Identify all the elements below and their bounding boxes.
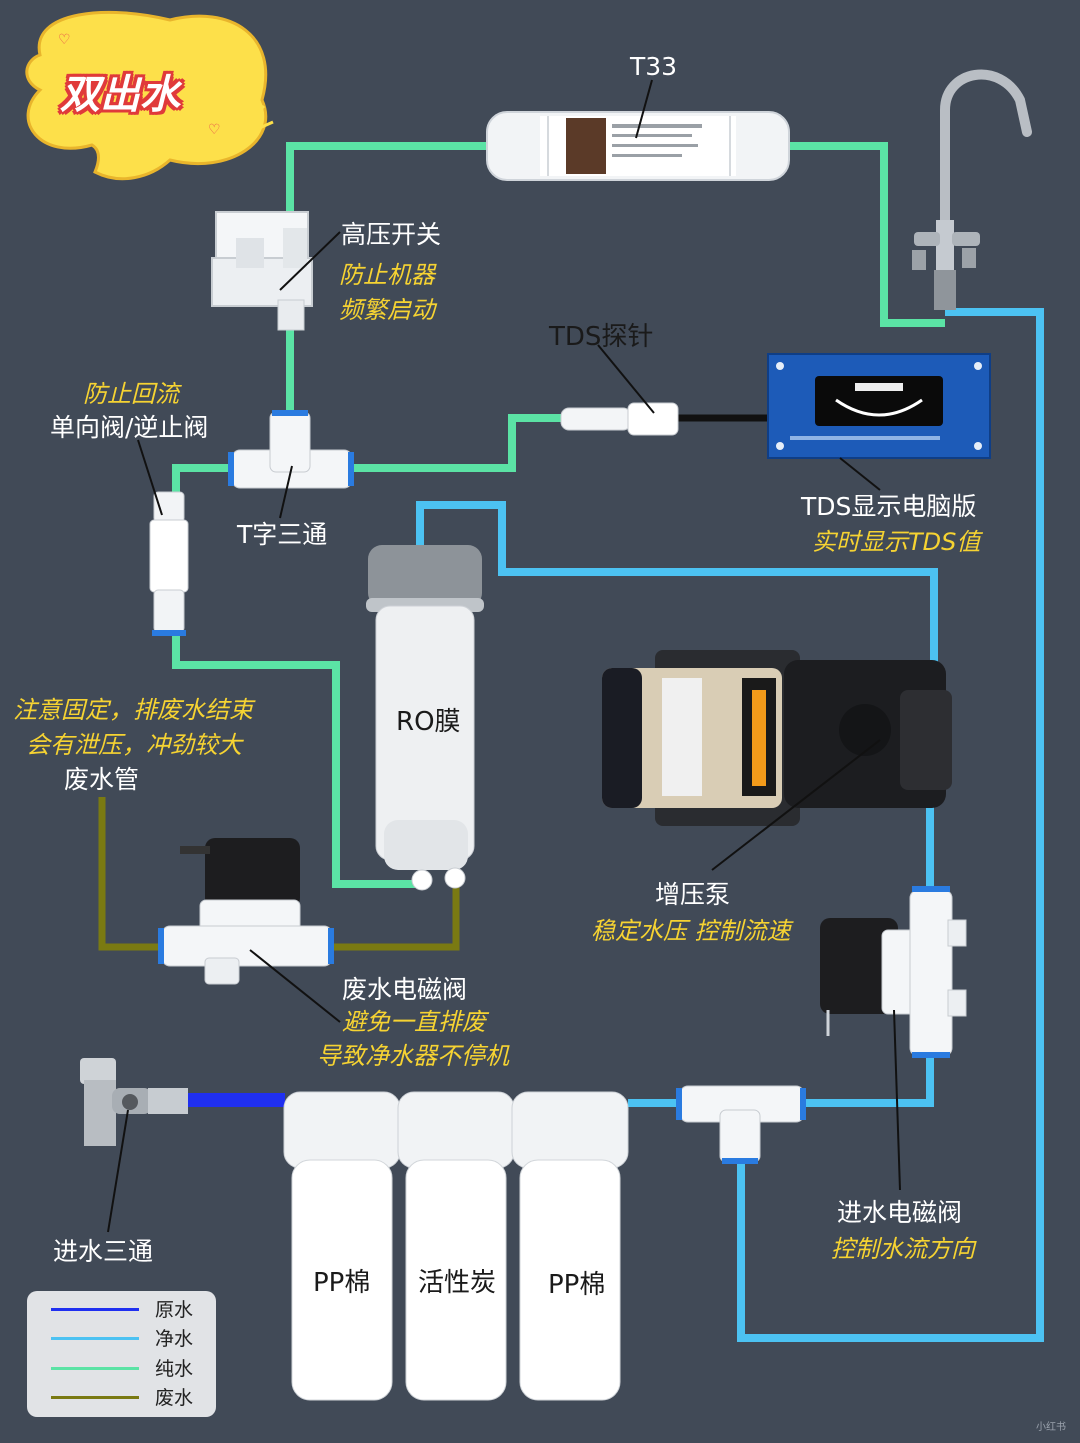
inlet-solenoid-valve-image bbox=[820, 886, 967, 1058]
legend-label-pure-water: 纯水 bbox=[155, 1358, 194, 1380]
title-badge: ♡ ♡ bbox=[25, 10, 274, 181]
inlet-valve-label: 进水电磁阀 bbox=[837, 1198, 963, 1227]
leader-lines bbox=[107, 79, 901, 1233]
high-pressure-switch-label: 高压开关 bbox=[341, 220, 442, 249]
check-valve-label: 单向阀/逆止阀 bbox=[50, 413, 209, 442]
watermark: 小红书 bbox=[1036, 1422, 1066, 1433]
clean-water-pipes bbox=[416, 308, 1044, 1342]
legend: 原水 净水 纯水 废水 bbox=[27, 1291, 216, 1417]
t33-label: T33 bbox=[630, 52, 678, 81]
t33-filter-image bbox=[486, 111, 790, 181]
check-valve-note: 防止回流 bbox=[83, 380, 179, 408]
waste-note-1: 注意固定，排废水结束 bbox=[13, 696, 253, 724]
high-pressure-note-2: 频繁启动 bbox=[339, 296, 435, 324]
inlet-valve-note: 控制水流方向 bbox=[831, 1235, 975, 1263]
t-tee-fitting-image bbox=[228, 410, 354, 489]
tds-probe-image bbox=[560, 402, 679, 436]
high-pressure-note-1: 防止机器 bbox=[339, 261, 435, 289]
tds-board-label: TDS显示电脑版 bbox=[801, 492, 977, 521]
ro-membrane-image bbox=[366, 545, 484, 891]
legend-item-clean-water: 净水 bbox=[51, 1324, 211, 1352]
waste-valve-label: 废水电磁阀 bbox=[342, 975, 468, 1004]
pp-cotton-2-label: PP棉 bbox=[548, 1270, 606, 1300]
activated-carbon-label: 活性炭 bbox=[418, 1268, 497, 1298]
legend-swatch-raw-water bbox=[51, 1308, 139, 1311]
legend-label-raw-water: 原水 bbox=[155, 1299, 194, 1321]
waste-note-2: 会有泄压，冲劲较大 bbox=[26, 731, 242, 759]
pp-cotton-1-label: PP棉 bbox=[313, 1268, 371, 1298]
booster-pump-note: 稳定水压 控制流速 bbox=[591, 917, 791, 945]
legend-item-raw-water: 原水 bbox=[51, 1295, 211, 1323]
check-valve-image bbox=[149, 491, 189, 636]
legend-item-pure-water: 纯水 bbox=[51, 1354, 211, 1382]
tds-board-image bbox=[767, 353, 991, 459]
pre-filter-housings-image bbox=[283, 1091, 629, 1401]
legend-label-clean-water: 净水 bbox=[155, 1328, 194, 1350]
legend-label-waste-water: 废水 bbox=[155, 1387, 194, 1409]
inlet-tee-valve-image bbox=[80, 1058, 188, 1146]
tds-probe-label: TDS探针 bbox=[549, 322, 654, 352]
legend-item-waste-water: 废水 bbox=[51, 1383, 211, 1411]
inlet-tee-label: 进水三通 bbox=[53, 1237, 154, 1266]
ro-membrane-label: RO膜 bbox=[396, 707, 461, 737]
t-tee-label: T字三通 bbox=[237, 520, 328, 549]
faucet-image bbox=[912, 69, 1032, 310]
legend-swatch-waste-water bbox=[51, 1396, 139, 1399]
booster-pump-label: 增压泵 bbox=[655, 880, 731, 909]
title-badge-text: 双出水 bbox=[60, 72, 180, 118]
clean-water-tee-image bbox=[676, 1085, 806, 1164]
svg-text:♡: ♡ bbox=[208, 122, 221, 138]
waste-pipe-label: 废水管 bbox=[64, 765, 140, 794]
legend-swatch-clean-water bbox=[51, 1337, 139, 1340]
svg-text:♡: ♡ bbox=[58, 32, 71, 48]
waste-solenoid-valve-image bbox=[158, 838, 334, 985]
high-pressure-switch-image bbox=[211, 211, 313, 331]
waste-valve-note-2: 导致净水器不停机 bbox=[317, 1042, 509, 1070]
waste-water-pipes bbox=[98, 797, 460, 951]
waste-valve-note-1: 避免一直排废 bbox=[342, 1008, 486, 1036]
tds-board-note: 实时显示TDS值 bbox=[812, 528, 981, 556]
legend-swatch-pure-water bbox=[51, 1367, 139, 1370]
booster-pump-image bbox=[602, 650, 952, 826]
